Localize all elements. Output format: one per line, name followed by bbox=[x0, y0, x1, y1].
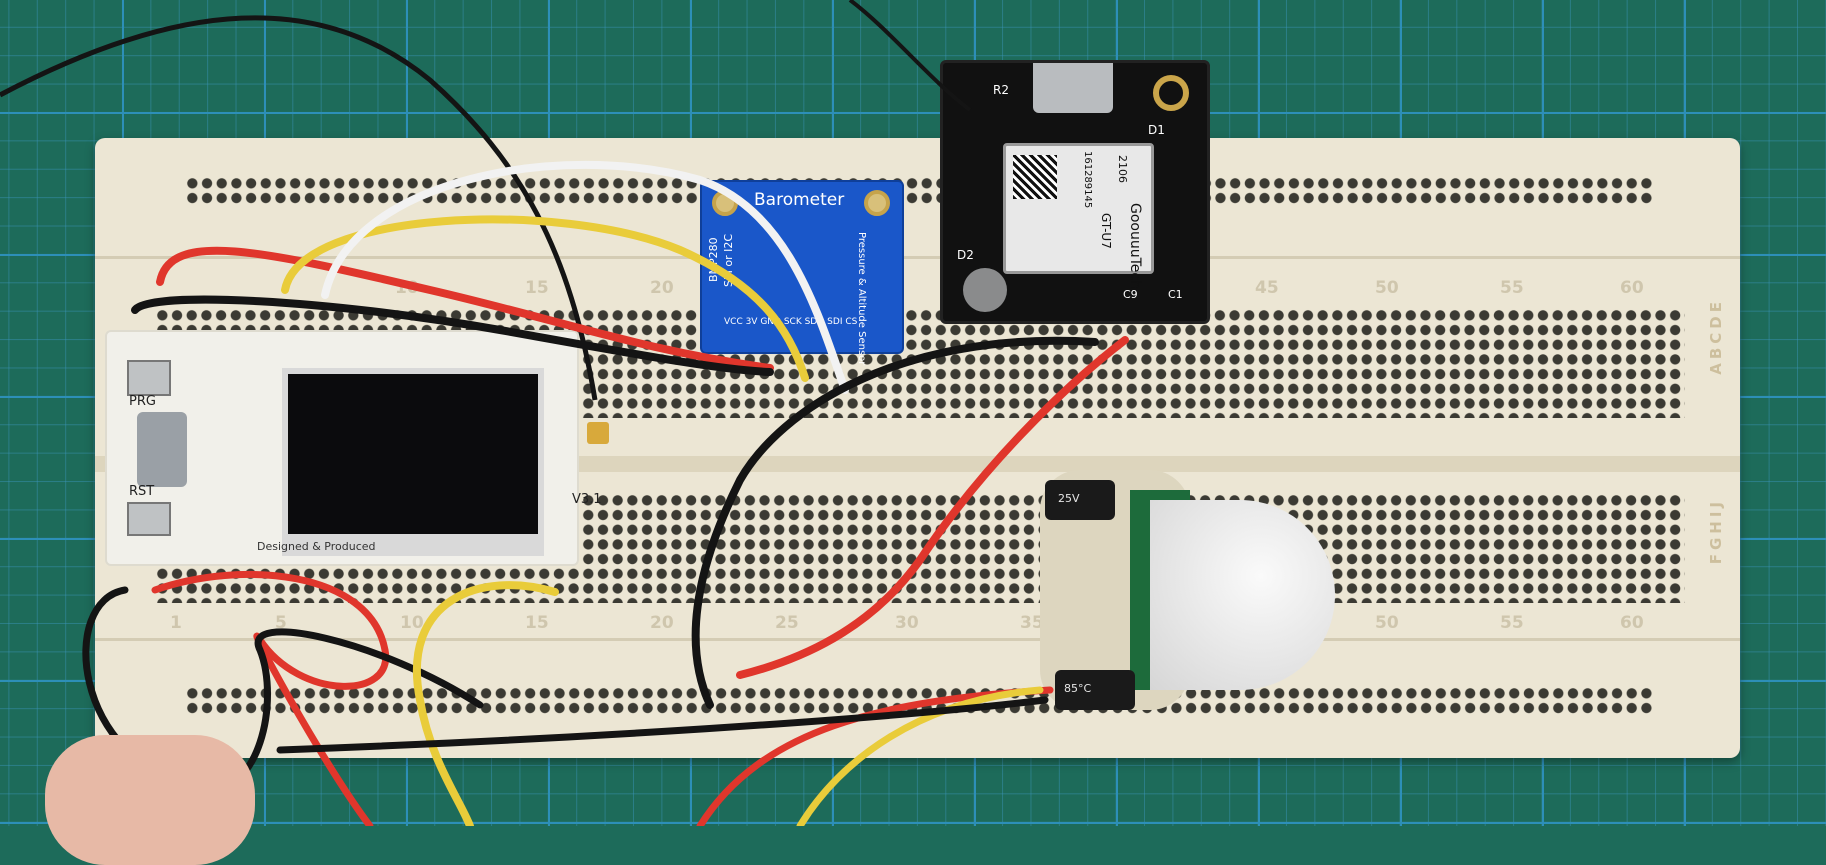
col-number: 15 bbox=[525, 278, 549, 298]
pir-cable-yellow bbox=[796, 686, 1044, 826]
col-number: 55 bbox=[1500, 613, 1524, 633]
bmp280-pins: VCC 3V GND SCK SDO SDI CS bbox=[724, 317, 858, 327]
qr-code bbox=[1013, 155, 1057, 199]
pir-dome bbox=[1150, 500, 1335, 690]
col-number: 50 bbox=[1375, 613, 1399, 633]
col-number: 60 bbox=[1620, 613, 1644, 633]
black-wire-bottom-left bbox=[82, 586, 484, 795]
antenna-connector bbox=[587, 422, 609, 444]
col-number: 1 bbox=[170, 613, 182, 633]
rst-button[interactable] bbox=[127, 502, 171, 536]
pir-cable-black bbox=[276, 696, 1049, 754]
capacitor-top bbox=[1045, 480, 1115, 520]
jumper-wires bbox=[0, 0, 1129, 826]
yellow-wire-top bbox=[281, 215, 809, 382]
antenna-wire-heltec bbox=[0, 15, 598, 401]
col-number: 10 bbox=[400, 613, 424, 633]
oled-display bbox=[282, 368, 544, 556]
credit-label: Designed & Produced bbox=[257, 540, 376, 553]
col-number: 55 bbox=[1500, 278, 1524, 298]
gps-silk-label: D1 bbox=[1148, 123, 1165, 137]
col-number: 20 bbox=[650, 613, 674, 633]
red-wire-middle bbox=[736, 336, 1129, 679]
antenna-wire-gps bbox=[848, 0, 972, 112]
col-number: 20 bbox=[650, 278, 674, 298]
bmp280-barometer: Barometer BMP280 SPI or I2C Pressure & A… bbox=[700, 180, 904, 365]
gps-silk-label: C9 bbox=[1123, 288, 1138, 301]
heltec-lora-board: PRG RST V3.1 Designed & Produced bbox=[105, 330, 609, 566]
prg-button[interactable] bbox=[127, 360, 171, 396]
finger bbox=[45, 735, 255, 865]
capacitor-bottom bbox=[1055, 670, 1135, 710]
white-wire-top bbox=[321, 161, 849, 394]
usb-c-port bbox=[137, 412, 187, 487]
pir-sensor: 25V 85°C bbox=[1040, 470, 1335, 710]
black-wire-middle bbox=[691, 336, 1099, 709]
antenna-ring bbox=[1153, 75, 1189, 111]
col-number: 25 bbox=[775, 613, 799, 633]
red-wire-bottom-left bbox=[151, 570, 390, 826]
col-number: 35 bbox=[1020, 613, 1044, 633]
prg-label: PRG bbox=[129, 394, 156, 409]
coin-cell bbox=[963, 268, 1007, 312]
cap-top-label: 25V bbox=[1058, 492, 1080, 505]
black-wire-top bbox=[131, 295, 774, 376]
cap-bottom-label: 85°C bbox=[1064, 682, 1092, 695]
col-number: 15 bbox=[525, 613, 549, 633]
gps-silk-label: C1 bbox=[1168, 288, 1183, 301]
gps-silk-label: R2 bbox=[993, 83, 1009, 97]
barometer-title: Barometer bbox=[754, 190, 845, 210]
gps-module: GoouuuTech GT-U7 161289145 2106 R2 D1 D2… bbox=[940, 60, 1210, 324]
col-number: 50 bbox=[1375, 278, 1399, 298]
rst-label: RST bbox=[129, 484, 155, 499]
mount-hole bbox=[864, 190, 890, 216]
micro-usb-port bbox=[1033, 63, 1113, 113]
col-number: 30 bbox=[895, 613, 919, 633]
yellow-wire-bottom-left bbox=[412, 581, 559, 826]
pir-cable-red bbox=[696, 686, 1054, 826]
red-wire-top bbox=[156, 246, 774, 372]
version-label: V3.1 bbox=[572, 492, 602, 507]
col-number: 5 bbox=[275, 613, 287, 633]
col-number: 45 bbox=[1255, 278, 1279, 298]
gps-silk-label: D2 bbox=[957, 248, 974, 262]
col-number: 60 bbox=[1620, 278, 1644, 298]
